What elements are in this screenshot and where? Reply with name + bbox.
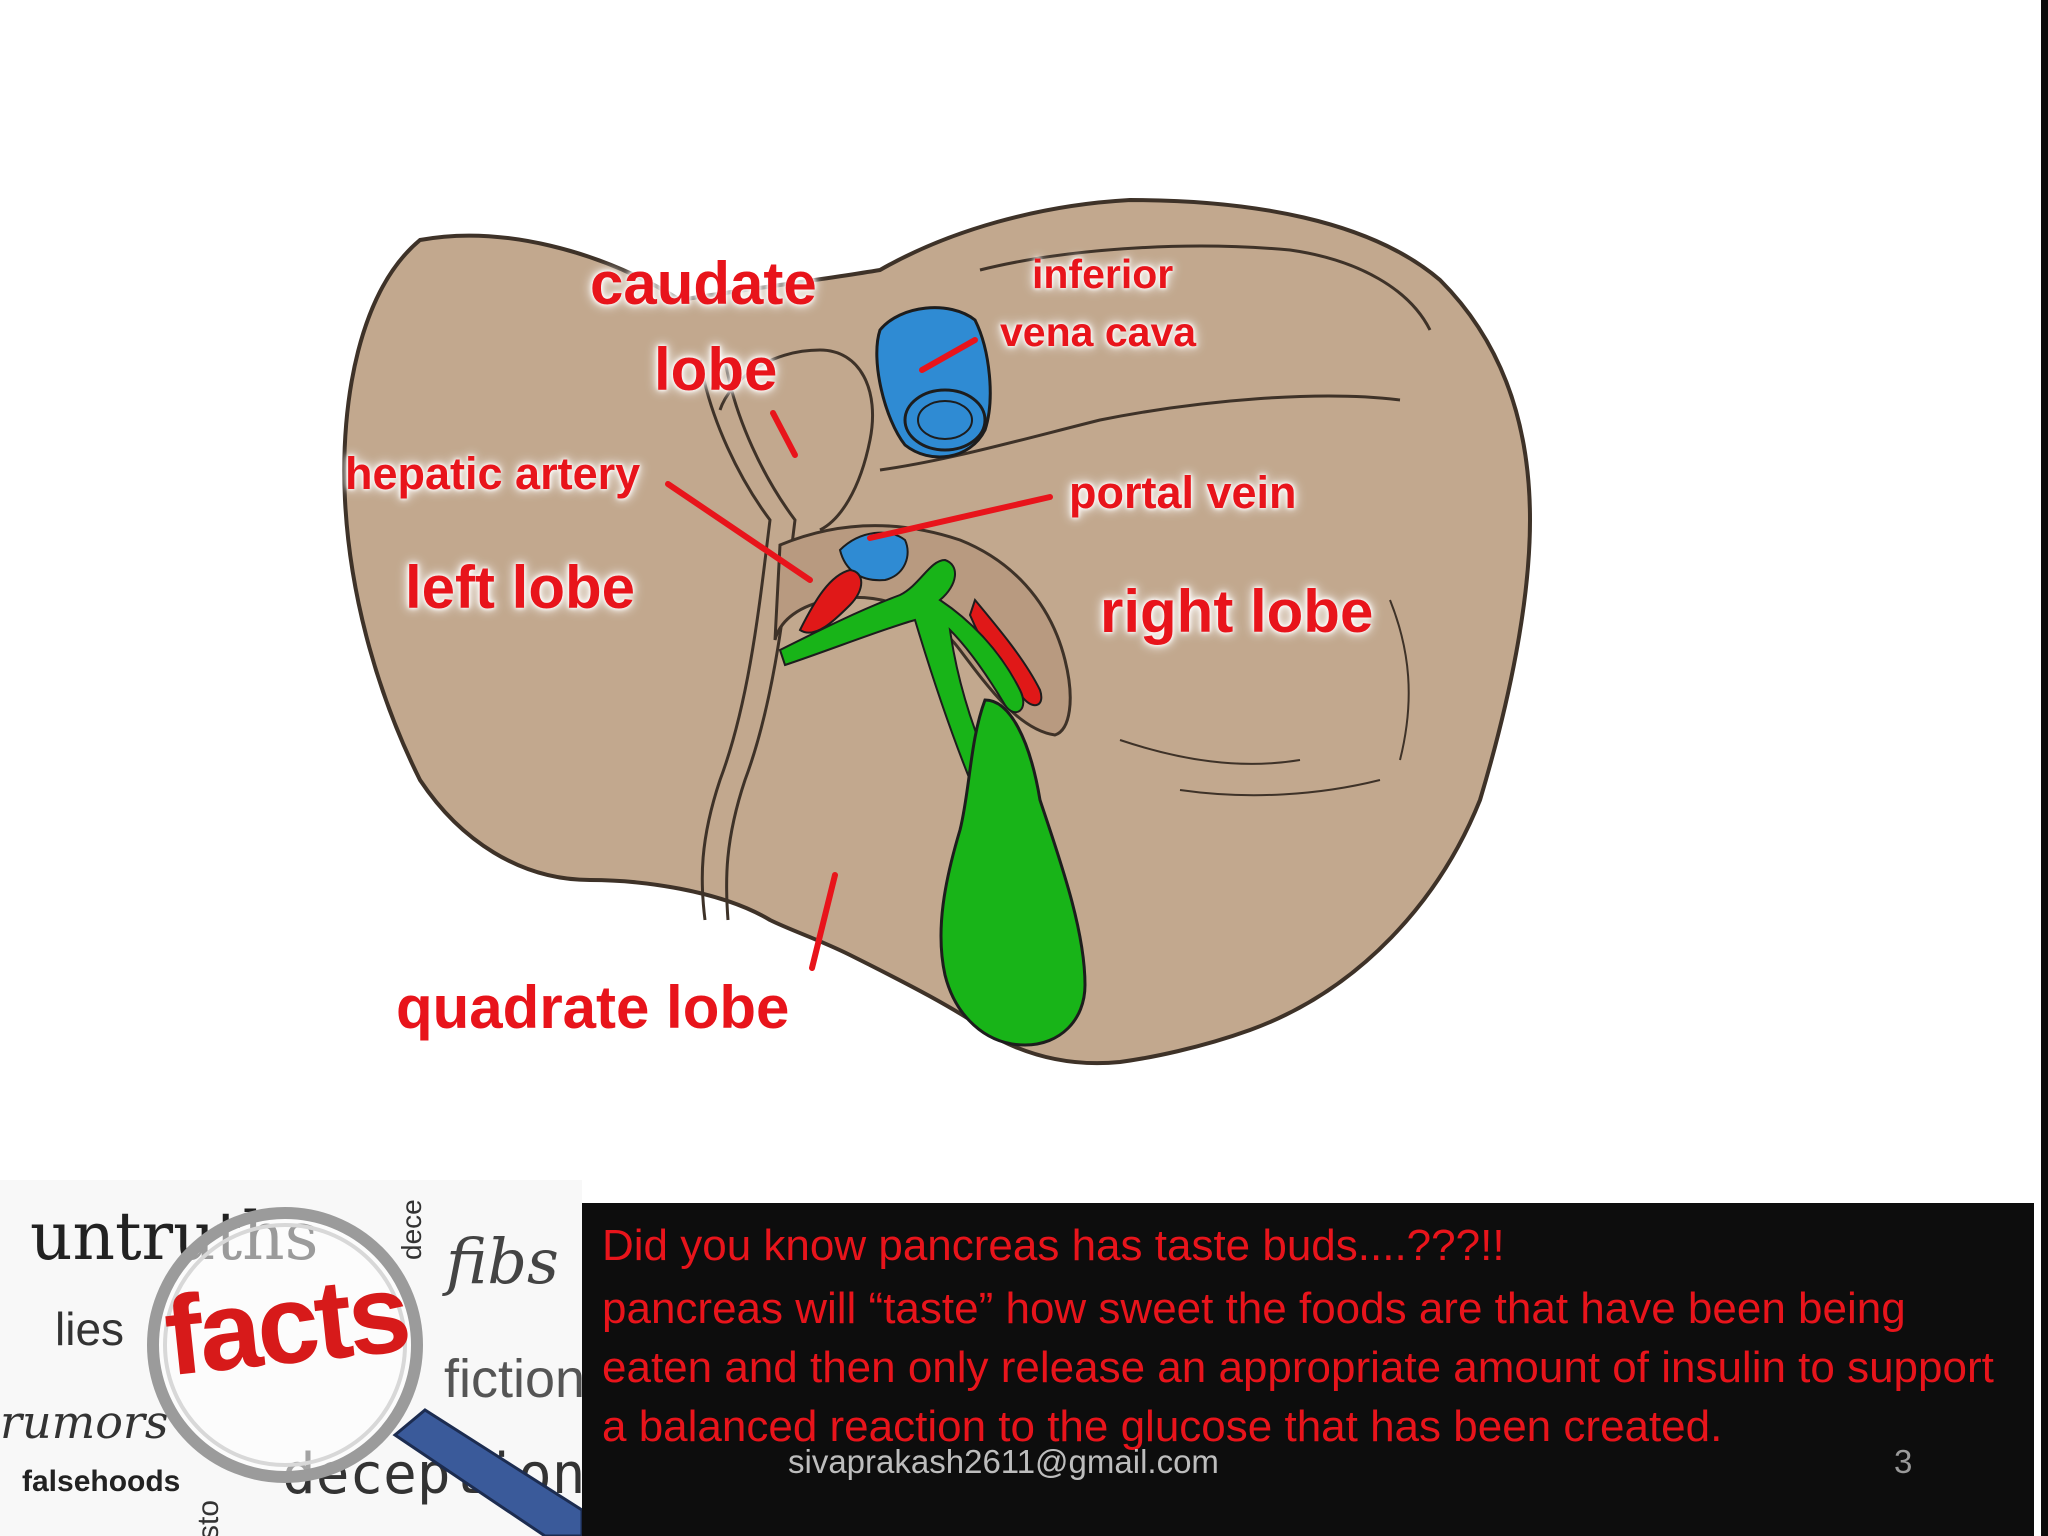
label-right-lobe: right lobe [1100,578,1374,645]
label-hepatic-artery: hepatic artery [345,448,641,499]
fact-panel: Did you know pancreas has taste buds....… [582,1203,2034,1536]
fact-title: Did you know pancreas has taste buds....… [602,1221,1505,1270]
label-quadrate-lobe: quadrate lobe [396,974,790,1041]
facts-collage-image: untruths dece lies rumors falsehoods fib… [0,1180,582,1536]
label-caudate-line1: caudate [590,250,817,317]
fissure-line [698,359,772,921]
surface-line [979,244,1432,331]
liver-illustration [342,197,1533,1066]
label-left-lobe: left lobe [405,554,636,621]
liver-diagram: caudate lobe inferior vena cava hepatic … [342,197,1533,1066]
word-fibs: fibs [446,1225,559,1298]
word-rumors: rumors [0,1395,169,1449]
word-facts: facts [159,1249,413,1400]
word-fiction: fiction [444,1349,582,1409]
bile-duct-shape [778,558,1025,803]
fact-body: pancreas will “taste” how sweet the food… [602,1284,1994,1451]
label-ivc-line1: inferior [1032,251,1174,297]
pointer-lines [665,337,1053,971]
fissure-line [723,359,797,921]
label-caudate-line2: lobe [654,336,778,403]
caudate-outline [718,348,875,532]
magnifying-glass-icon [147,1207,582,1536]
author-email: sivaprakash2611@gmail.com [788,1443,1219,1480]
slide-right-edge [2041,0,2048,1536]
surface-line [1119,599,1410,797]
label-ivc-line2: vena cava [1000,309,1197,355]
word-falsehoods: falsehoods [22,1465,181,1498]
label-portal-vein: portal vein [1069,467,1297,518]
slide-number: 3 [1894,1443,1913,1480]
word-lies: lies [55,1303,125,1355]
gallbladder-shape [939,698,1087,1047]
